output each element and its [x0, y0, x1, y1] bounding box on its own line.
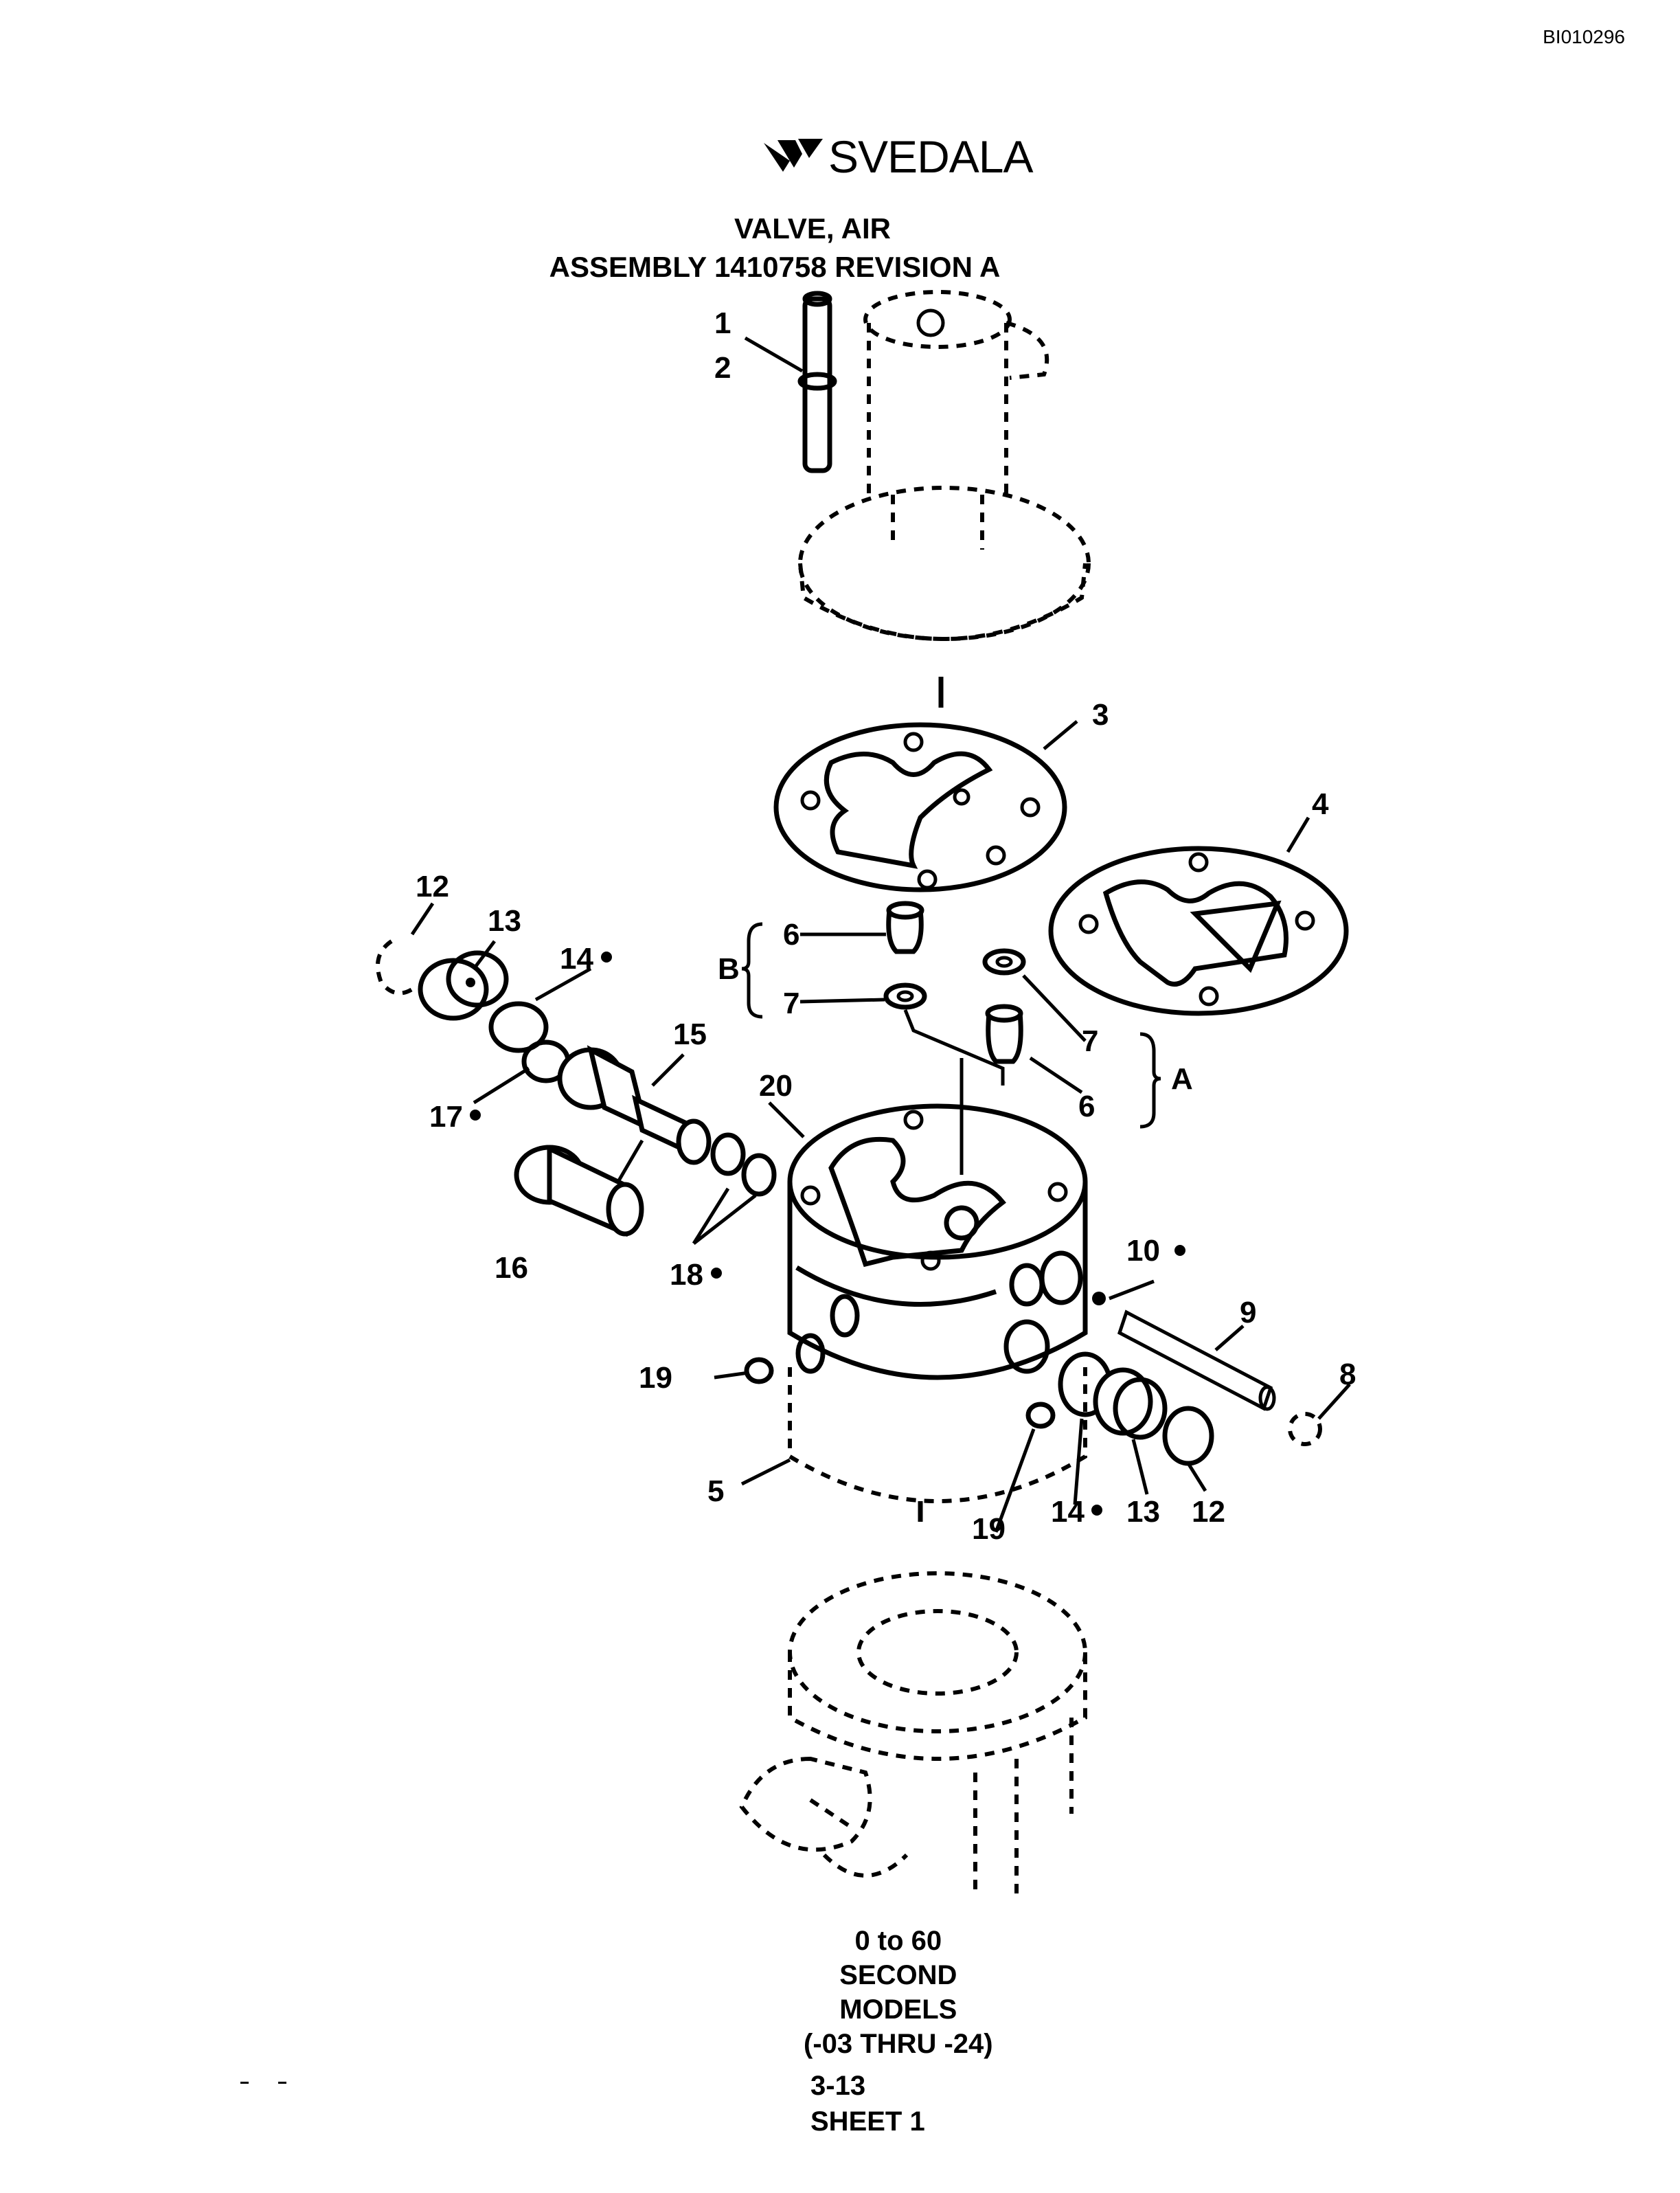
bullet-part-18 [711, 1268, 722, 1279]
part-7-seal-b [883, 982, 927, 1010]
title-block: VALVE, AIR ASSEMBLY 1410758 REVISION A [0, 210, 1680, 286]
part-15-spool [557, 1045, 712, 1165]
part-7-seal-a [982, 948, 1026, 976]
part-1-pin [797, 291, 837, 473]
label-part-10: 10 [1126, 1234, 1160, 1268]
part-8-nut [1288, 1412, 1322, 1446]
label-part-1: 1 [714, 306, 731, 340]
label-part-18: 18 [670, 1258, 703, 1292]
label-part-13-right: 13 [1126, 1495, 1160, 1529]
label-group-b: B [718, 952, 740, 986]
label-part-12-right: 12 [1192, 1495, 1225, 1529]
label-part-3: 3 [1092, 698, 1109, 732]
assembly-guide-lines [903, 1009, 1005, 1175]
label-part-20: 20 [759, 1069, 793, 1103]
label-part-2: 2 [714, 351, 731, 385]
label-part-16: 16 [495, 1251, 528, 1285]
group-a-bracket [1139, 1032, 1161, 1129]
title-line-2: ASSEMBLY 1410758 REVISION A [549, 251, 1001, 283]
model-note-line-3: MODELS [839, 1994, 957, 2025]
document-id: BI010296 [1543, 26, 1625, 47]
brand-logo: SVEDALA [762, 131, 1033, 183]
part-20-valve-body [787, 1103, 1088, 1380]
part-6-poppet-a [985, 1004, 1023, 1064]
part-5-lower-outline [788, 1367, 1087, 1503]
brand-name: SVEDALA [828, 131, 1033, 182]
label-part-4: 4 [1312, 787, 1329, 821]
scan-mark [278, 2082, 286, 2084]
sheet-number: SHEET 1 [810, 2106, 925, 2137]
model-note-line-2: SECOND [839, 1960, 957, 1990]
part-18-orings [710, 1132, 777, 1197]
part-13-cap-right [1093, 1367, 1168, 1440]
part-19-screw-left [744, 1357, 774, 1384]
label-part-14-left: 14 [560, 942, 593, 976]
label-part-5: 5 [707, 1474, 724, 1508]
page-number: 3-13 [810, 2071, 866, 2101]
label-part-19-left: 19 [639, 1361, 672, 1395]
part-16-plug [514, 1145, 644, 1237]
part-19-screw-right [1025, 1402, 1056, 1429]
bullet-part-10 [1174, 1245, 1185, 1256]
part-12-retaining-ring-right [1162, 1406, 1214, 1466]
group-b-bracket [741, 922, 763, 1019]
model-note: 0 to 60 SECOND MODELS (-03 THRU -24) [804, 1924, 993, 2061]
bullet-part-14-left [601, 952, 612, 963]
bullet-part-17 [470, 1110, 481, 1121]
label-part-6-a: 6 [1078, 1090, 1095, 1123]
label-part-13-left: 13 [488, 904, 521, 938]
label-part-15: 15 [673, 1017, 707, 1051]
label-part-17: 17 [429, 1100, 463, 1134]
upper-housing-outline [798, 290, 1091, 641]
label-part-8: 8 [1339, 1358, 1356, 1391]
label-part-12-left: 12 [416, 870, 449, 903]
part-10-ball [1092, 1292, 1106, 1305]
page-info: 3-13 SHEET 1 [810, 2068, 925, 2139]
bullet-part-14-right [1091, 1505, 1102, 1516]
part-9-stem [1117, 1309, 1276, 1411]
label-part-14-right: 14 [1051, 1495, 1085, 1529]
label-group-a: A [1171, 1062, 1193, 1096]
label-part-7-b: 7 [783, 987, 799, 1020]
part-12-retaining-ring-left [376, 939, 413, 996]
part-4-gasket [1048, 846, 1349, 1016]
leader-lines [410, 336, 1351, 1533]
label-part-6-b: 6 [783, 918, 799, 952]
part-14-oring-left [488, 1001, 549, 1053]
svedala-logo-icon [764, 139, 823, 172]
lower-housing-outline [739, 1571, 1087, 1896]
scan-mark [240, 2082, 249, 2084]
label-part-7-a: 7 [1082, 1024, 1098, 1058]
part-13-cap-left [418, 950, 509, 1021]
part-6-poppet-b [886, 901, 924, 954]
title-line-1: VALVE, AIR [734, 212, 891, 245]
label-part-19-right: 19 [972, 1512, 1006, 1546]
label-part-9: 9 [1240, 1296, 1256, 1329]
model-note-line-1: 0 to 60 [854, 1926, 942, 1956]
model-note-line-4: (-03 THRU -24) [804, 2029, 993, 2059]
part-3-gasket [773, 722, 1067, 892]
